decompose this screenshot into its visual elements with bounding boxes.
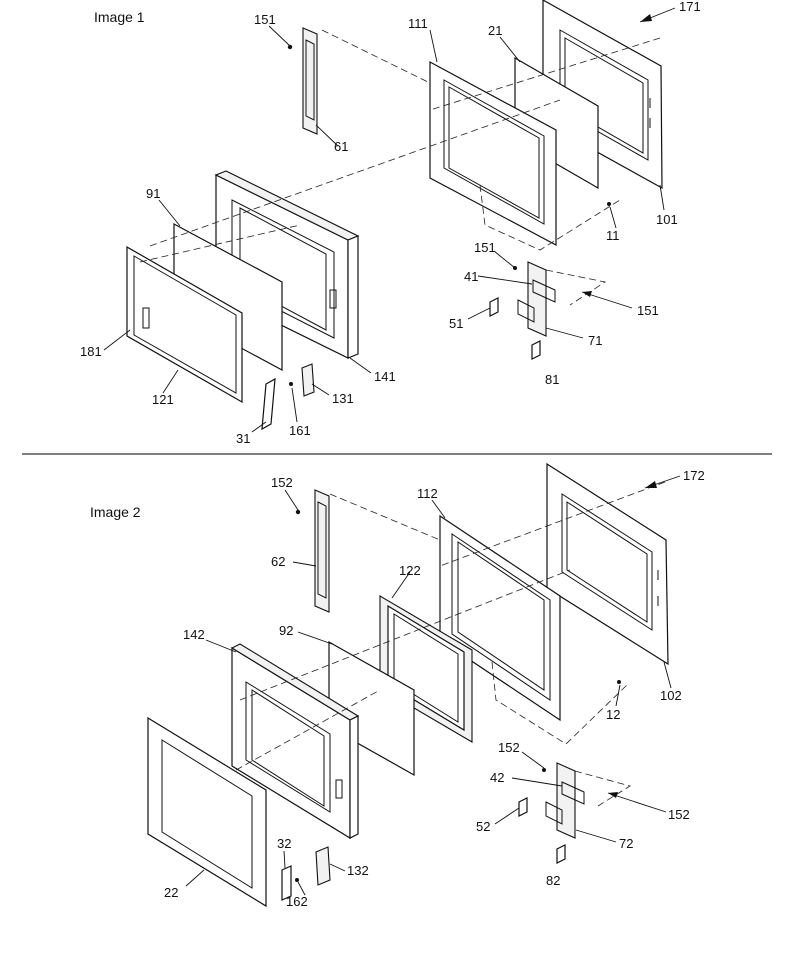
label-42: 42 [490,770,504,785]
label-92: 92 [279,623,293,638]
parts-132-162-32 [281,680,621,901]
label-102: 102 [660,688,682,703]
part-62-bracket [295,489,330,613]
label-161: 161 [289,423,311,438]
label-11: 11 [606,228,620,243]
label-72: 72 [619,836,633,851]
label-31: 31 [236,431,250,446]
parts-131-161-31 [261,202,611,431]
part-122-inner-frame [379,595,473,743]
part-112-frame [439,514,561,722]
label-151-c: 151 [637,303,659,318]
label-111: 111 [408,16,428,31]
label-62: 62 [271,554,285,569]
label-172: 172 [683,468,705,483]
image-2-group: Image 2 [90,462,705,909]
part-121-front-panel [126,245,243,404]
label-152-c: 152 [668,807,690,822]
part-111-frame [429,60,557,246]
label-151-b: 151 [474,240,496,255]
label-171: 171 [679,0,701,14]
label-122: 122 [399,563,421,578]
label-121: 121 [152,392,174,407]
image-2-title: Image 2 [90,504,141,520]
image-2-alignment-lines [235,481,666,807]
part-42-hinge-assembly [518,762,585,864]
image-2-leaders [185,475,681,896]
label-101: 101 [656,212,678,227]
image-1-title: Image 1 [94,9,145,25]
label-12: 12 [606,707,620,722]
label-81: 81 [545,372,559,387]
label-21: 21 [488,23,502,38]
label-82: 82 [546,873,560,888]
image-1-alignment-lines [139,29,661,306]
label-152: 152 [271,475,293,490]
label-181: 181 [80,344,102,359]
label-61: 61 [334,139,348,154]
label-142: 142 [183,627,205,642]
label-41: 41 [464,269,478,284]
label-71: 71 [588,333,602,348]
part-41-hinge-assembly [489,261,556,360]
label-91: 91 [146,186,160,201]
part-61-bracket [287,27,318,135]
label-162: 162 [286,894,308,909]
part-22-front-panel [147,716,267,908]
label-32: 32 [277,836,291,851]
label-52: 52 [476,819,490,834]
label-151: 151 [254,12,276,27]
part-172-outer-panel [546,462,669,666]
label-132: 132 [347,863,369,878]
part-171-outer-panel [542,0,663,190]
label-51: 51 [449,316,463,331]
image-1-leaders [103,7,676,433]
image-2-labels: 152 112 172 62 122 142 92 102 12 152 42 … [164,468,705,909]
label-22: 22 [164,885,178,900]
part-142-door [230,643,360,840]
image-1-group: Image 1 [80,0,701,446]
label-152-b: 152 [498,740,520,755]
image-1-labels: 151 111 21 171 61 91 101 11 151 41 151 5… [80,0,701,446]
part-141-inner-door [214,170,360,359]
label-131: 131 [332,391,354,406]
label-112: 112 [417,486,438,501]
label-141: 141 [374,369,396,384]
